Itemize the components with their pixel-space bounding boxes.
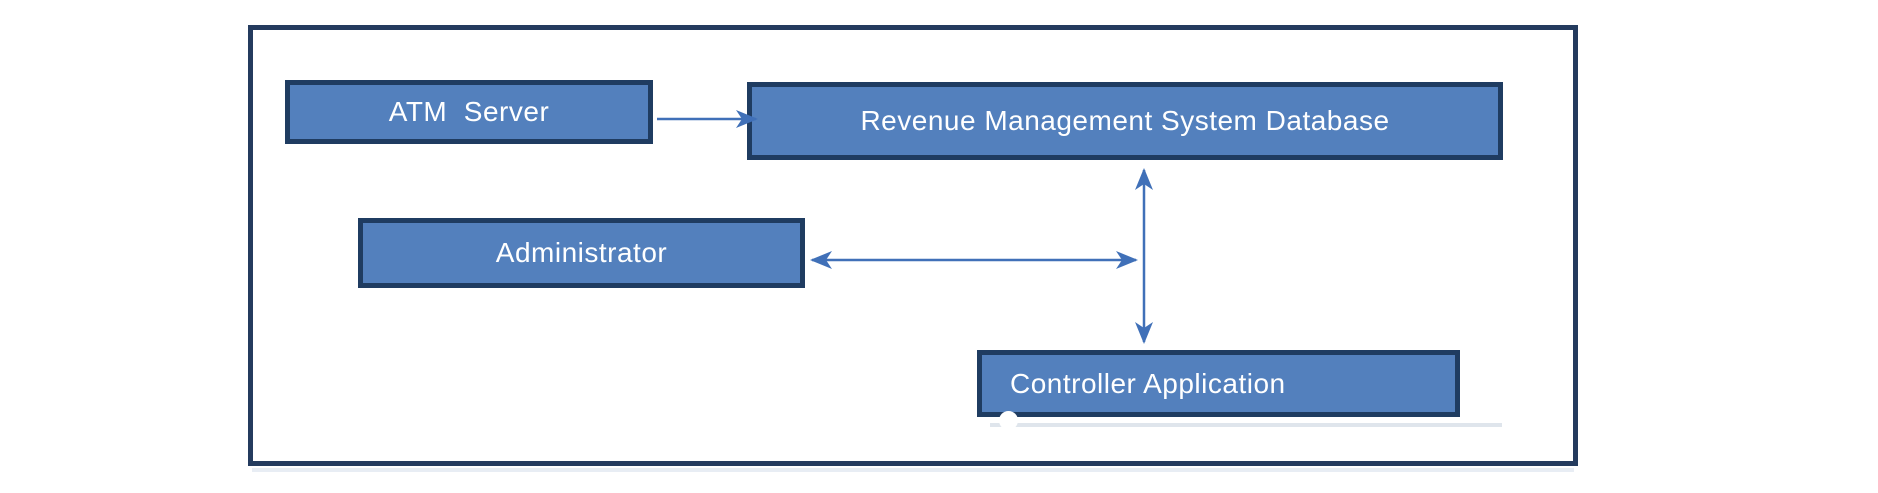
node-rms-database: Revenue Management System Database xyxy=(747,82,1503,160)
node-controller-application-label: Controller Application xyxy=(1010,367,1286,399)
node-rms-database-label: Revenue Management System Database xyxy=(860,105,1390,136)
frame-shadow xyxy=(252,468,1574,472)
node-atm-server-label: ATM Server xyxy=(388,96,550,127)
node-controller-application: Controller Application xyxy=(977,350,1460,417)
controller-shadow xyxy=(990,423,1502,427)
node-atm-server: ATM Server xyxy=(285,80,653,144)
node-administrator: Administrator xyxy=(358,218,805,288)
node-administrator-label: Administrator xyxy=(495,237,668,268)
decorative-circle xyxy=(999,411,1018,430)
